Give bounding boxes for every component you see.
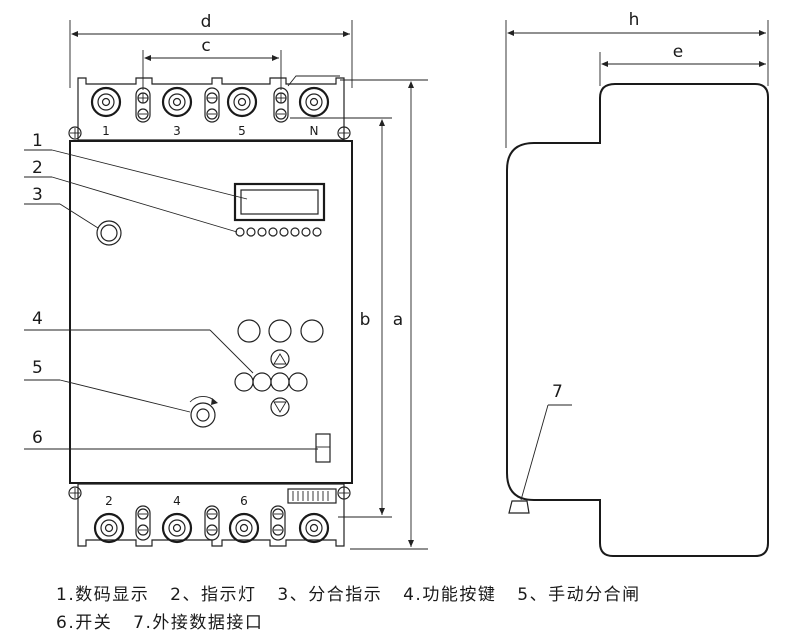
down-arrow-key (270, 397, 290, 417)
side-view: h e 7 (505, 10, 769, 557)
on-off-indicator-outer (96, 220, 122, 246)
manual-switch-knob (190, 402, 216, 428)
dim-c-label: c (201, 36, 210, 56)
data-dip-block (287, 488, 337, 504)
callout-2: 2 (32, 158, 43, 178)
terminal-label-2: 2 (105, 494, 113, 508)
legend-item-switch: 6.开关 (56, 613, 113, 633)
terminal-label-3: 3 (173, 124, 181, 138)
side-profile (506, 83, 769, 557)
callout-1: 1 (32, 131, 43, 151)
on-off-indicator (100, 224, 118, 242)
digital-display (233, 182, 326, 222)
manual-switch-knob-center (196, 408, 210, 422)
down-arrow-icon (273, 401, 287, 413)
legend-item-function-keys: 4.功能按键 (403, 585, 497, 605)
callout-5: 5 (32, 358, 43, 378)
callout-7: 7 (552, 382, 563, 402)
top-terminal-screws (90, 86, 330, 118)
function-keys (234, 319, 324, 417)
legend-item-manual-switch: 5、手动分合闸 (517, 585, 641, 605)
terminal-label-n: N (310, 124, 319, 138)
bottom-clamp-screws (135, 505, 286, 541)
bottom-terminal-labels: 2 4 6 (105, 494, 248, 508)
bottom-terminal-screws (93, 512, 330, 544)
up-arrow-icon (273, 353, 287, 365)
front-view: d c 1 3 5 N (24, 12, 428, 550)
top-clamp-screws (135, 87, 289, 123)
terminal-label-5: 5 (238, 124, 246, 138)
rotate-arrow-head-icon (211, 398, 218, 405)
top-terminal-labels: 1 3 5 N (102, 124, 318, 138)
legend-item-open-close-indicator: 3、分合指示 (277, 585, 383, 605)
legend-item-indicator-light: 2、指示灯 (170, 585, 257, 605)
dim-e-label: e (673, 42, 683, 62)
terminal-label-4: 4 (173, 494, 181, 508)
toggle-switch (315, 433, 331, 463)
terminal-label-1: 1 (102, 124, 110, 138)
legend-item-digital-display: 1.数码显示 (56, 585, 150, 605)
front-panel (69, 140, 353, 484)
callout-4: 4 (32, 309, 43, 329)
legend-line-2: 6.开关 7.外接数据接口 (56, 608, 277, 633)
dim-d-label: d (201, 12, 212, 32)
dim-b-label: b (360, 310, 371, 330)
corner-screws-bottom (68, 486, 351, 500)
external-data-port (508, 500, 530, 514)
callout-3: 3 (32, 185, 43, 205)
corner-screws-top (68, 126, 351, 140)
up-arrow-key (270, 349, 290, 369)
terminal-label-6: 6 (240, 494, 248, 508)
legend-line-1: 1.数码显示 2、指示灯 3、分合指示 4.功能按键 5、手动分合闸 (56, 580, 655, 605)
indicator-lights (235, 227, 322, 237)
callouts-front: 1 2 3 4 5 6 (24, 131, 318, 450)
dim-h-label: h (629, 10, 640, 30)
dim-a-label: a (393, 310, 403, 330)
callout-6: 6 (32, 428, 43, 448)
data-dip-pins (292, 491, 329, 501)
digital-display-window (240, 189, 319, 215)
legend-item-data-interface: 7.外接数据接口 (133, 613, 264, 633)
top-terminal-block (77, 77, 345, 141)
